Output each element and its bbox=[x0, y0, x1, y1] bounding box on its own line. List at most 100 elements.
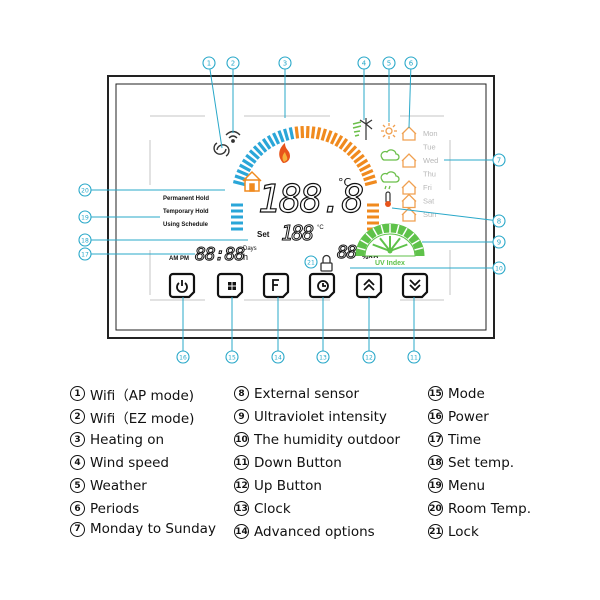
arc-segment bbox=[325, 130, 333, 143]
set-temp-value: 188 bbox=[281, 221, 313, 245]
room-temp-unit: °C bbox=[338, 176, 352, 189]
weather-sun-icon bbox=[381, 123, 397, 139]
legend-number: 20 bbox=[428, 501, 443, 516]
arc-segment bbox=[361, 168, 374, 177]
callout-13: 13 bbox=[316, 297, 330, 364]
callout-14: 14 bbox=[271, 297, 285, 364]
arc-segment bbox=[294, 126, 300, 139]
ampm-label: AM PM bbox=[169, 256, 189, 262]
svg-text:9: 9 bbox=[497, 238, 501, 246]
arc-segment bbox=[248, 149, 260, 160]
svg-text:14: 14 bbox=[274, 354, 282, 361]
svg-text:3: 3 bbox=[283, 59, 287, 67]
callout-3: 3 bbox=[278, 56, 292, 118]
callout-2: 2 bbox=[226, 56, 240, 133]
legend-number: 6 bbox=[70, 501, 85, 516]
legend-text: Ultraviolet intensity bbox=[254, 408, 387, 425]
svg-text:10: 10 bbox=[495, 265, 503, 272]
svg-text:1: 1 bbox=[207, 59, 211, 67]
svg-text:7: 7 bbox=[497, 156, 501, 164]
svg-text:12: 12 bbox=[365, 354, 373, 361]
down-button[interactable] bbox=[401, 272, 429, 299]
power-button[interactable] bbox=[168, 272, 196, 299]
legend-text: Up Button bbox=[254, 477, 322, 494]
advanced-button[interactable] bbox=[262, 272, 290, 299]
arc-segment bbox=[353, 153, 365, 164]
period-icon bbox=[401, 180, 417, 195]
legend-text: Lock bbox=[448, 523, 479, 540]
arc-segment bbox=[346, 145, 358, 157]
uv-index-label: UV Index bbox=[375, 260, 405, 267]
arc-segment bbox=[338, 138, 349, 150]
callout-18: 18 bbox=[78, 233, 248, 247]
callout-7: 7 bbox=[444, 153, 506, 167]
svg-text:11: 11 bbox=[410, 354, 418, 361]
legend-text: Down Button bbox=[254, 454, 342, 471]
svg-text:13: 13 bbox=[319, 354, 327, 361]
callout-9: 9 bbox=[422, 235, 506, 249]
arc-segment bbox=[252, 145, 264, 157]
room-house-icon bbox=[242, 170, 262, 192]
arc-segment bbox=[356, 158, 369, 168]
callout-19: 19 bbox=[78, 210, 160, 224]
svg-text:15: 15 bbox=[228, 354, 236, 361]
legend-number: 15 bbox=[428, 386, 443, 401]
mode-button[interactable] bbox=[216, 272, 244, 299]
hold-permanent-label: Permanent Hold bbox=[163, 196, 209, 202]
up-button[interactable] bbox=[355, 272, 383, 299]
device-frame-outer bbox=[107, 75, 495, 339]
svg-text:8: 8 bbox=[497, 217, 501, 225]
callout-8: 8 bbox=[391, 207, 506, 228]
wind-speed-icon bbox=[352, 118, 373, 140]
lock-icon bbox=[320, 254, 333, 272]
legend-text: Weather bbox=[90, 477, 147, 494]
legend-item: 14 Advanced options bbox=[234, 520, 400, 543]
legend-number: 2 bbox=[70, 409, 85, 424]
legend-text: Advanced options bbox=[254, 523, 375, 540]
wifi-ap-icon bbox=[213, 142, 230, 157]
arc-segment bbox=[283, 128, 290, 141]
legend-number: 1 bbox=[70, 386, 85, 401]
legend-number: 14 bbox=[234, 524, 249, 539]
wifi-ez-icon bbox=[225, 130, 241, 143]
legend-number: 5 bbox=[70, 478, 85, 493]
button-row bbox=[168, 272, 429, 299]
legend-text: External sensor bbox=[254, 385, 360, 402]
flame-icon bbox=[279, 143, 290, 163]
day-label: Wed bbox=[423, 156, 438, 165]
arc-segment bbox=[236, 168, 249, 177]
callout-12: 12 bbox=[362, 297, 376, 364]
uv-gauge: UV Index bbox=[355, 223, 425, 267]
weather-rain-icon bbox=[380, 171, 400, 190]
callout-21: 21 bbox=[304, 255, 318, 269]
clock-button[interactable] bbox=[308, 272, 336, 299]
legend-text: Menu bbox=[448, 477, 486, 494]
days-label: Days bbox=[243, 246, 257, 252]
legend-text: Set temp. bbox=[448, 454, 515, 471]
hold-schedule-label: Using Schedule bbox=[163, 222, 209, 228]
svg-text:6: 6 bbox=[409, 59, 414, 67]
day-label: Mon bbox=[423, 129, 438, 138]
arc-segment bbox=[238, 163, 252, 173]
arc-segment bbox=[257, 141, 268, 153]
svg-text:5: 5 bbox=[387, 59, 391, 67]
device-frame-inner bbox=[115, 83, 487, 331]
arc-segment bbox=[261, 138, 272, 150]
humidity-value: 88 bbox=[337, 242, 356, 263]
arc-segment bbox=[310, 126, 316, 139]
arc-segment bbox=[266, 134, 276, 147]
legend-number: 10 bbox=[234, 432, 249, 447]
callout-4: 4 bbox=[357, 56, 371, 120]
svg-text:21: 21 bbox=[307, 259, 315, 266]
weather-cloud-icon bbox=[380, 149, 400, 161]
